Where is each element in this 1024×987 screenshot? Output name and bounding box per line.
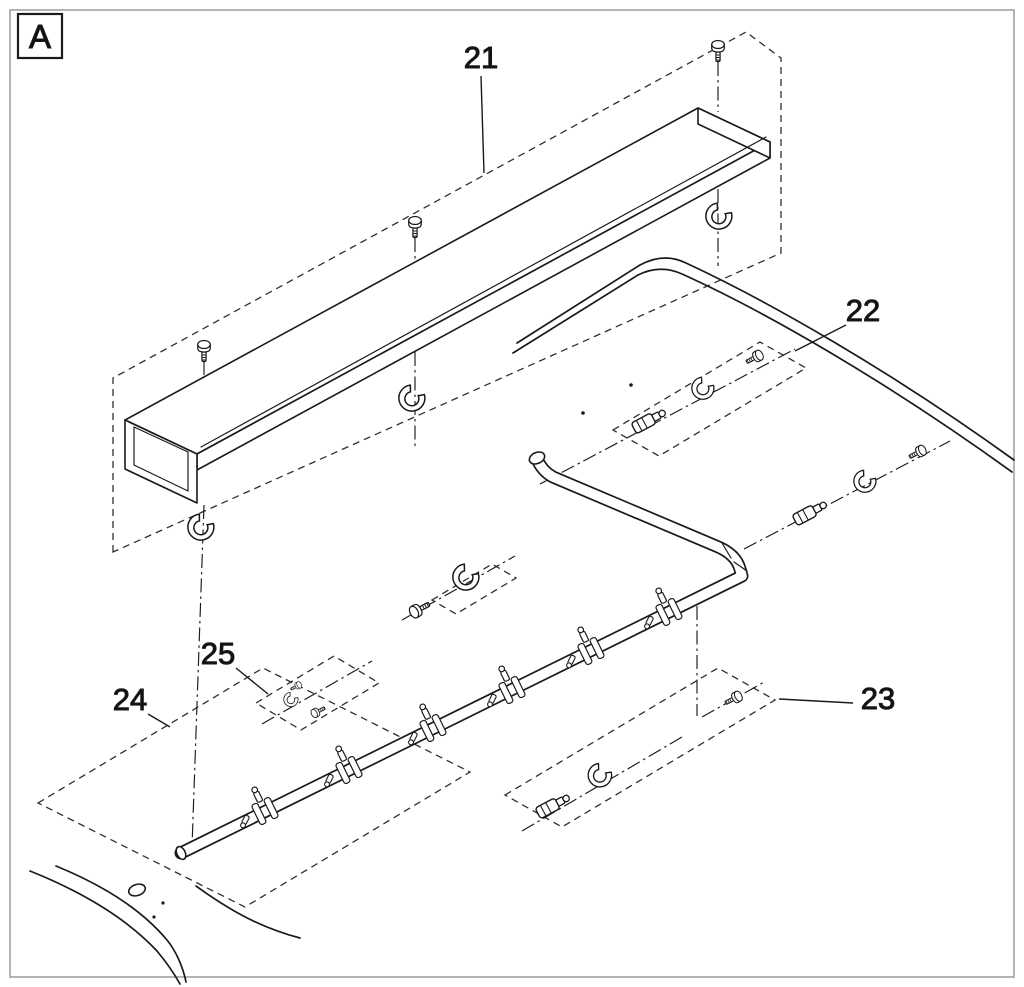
- bar-lip-line: [200, 136, 767, 448]
- leader-line-25: [235, 667, 269, 695]
- diagram-artwork: 21 22 23 24 25 A: [16, 12, 1015, 985]
- reference-dot: [581, 411, 585, 415]
- phantom-box-24: [36, 667, 472, 908]
- body-arc-inner: [55, 865, 187, 983]
- part-callout-24: 24: [112, 682, 171, 728]
- hose-outline-top: [516, 257, 1015, 461]
- center-line: [743, 440, 951, 550]
- phantom-boxes: [36, 31, 808, 908]
- part-callout-22: 22: [794, 293, 881, 352]
- body-dot: [161, 901, 165, 905]
- part-callout-21: 21: [463, 40, 499, 174]
- center-line: [401, 555, 516, 621]
- pipe-lower-end: [175, 845, 187, 861]
- part-number-22: 22: [846, 293, 880, 328]
- phantom-box-25: [254, 655, 381, 731]
- elbow-joint-line: [733, 561, 748, 572]
- bar-left-end-cap: [124, 419, 198, 504]
- view-label-text: A: [29, 18, 51, 55]
- cover-bar-21: [124, 107, 771, 504]
- hose-curve: [512, 257, 1015, 473]
- leader-line-23: [778, 698, 854, 704]
- pipe-open-end: [528, 451, 546, 465]
- bar-channel-profile: [133, 426, 189, 492]
- part-number-24: 24: [113, 682, 147, 717]
- phantom-box-22: [611, 341, 808, 457]
- phantom-box-mid-clip: [430, 563, 518, 615]
- elbow-joint-line: [721, 542, 732, 559]
- spray-pipe-assembly: [174, 451, 749, 861]
- leader-line-22: [794, 324, 847, 352]
- part-number-25: 25: [201, 636, 235, 671]
- body-edge-line: [195, 885, 301, 939]
- body-hole: [127, 883, 147, 897]
- part-number-23: 23: [861, 681, 895, 716]
- leader-line-21: [480, 75, 485, 174]
- part-callout-23: 23: [778, 681, 896, 717]
- body-arc-outer: [29, 870, 181, 985]
- hose-outline-bottom: [512, 268, 1013, 473]
- drawing-border: [9, 9, 1015, 978]
- phantom-box-23: [503, 667, 777, 828]
- view-label-frame: [16, 12, 64, 60]
- part-callout-25: 25: [200, 636, 269, 695]
- view-label-box: A: [16, 12, 64, 60]
- phantom-box-21: [112, 31, 782, 554]
- center-line: [191, 504, 205, 848]
- part-number-21: 21: [464, 40, 498, 75]
- center-line: [261, 660, 373, 725]
- center-line: [539, 348, 796, 485]
- machine-body-edge: [29, 865, 301, 985]
- leader-line-24: [147, 713, 171, 728]
- reference-dot: [629, 383, 633, 387]
- bar-right-end: [697, 107, 771, 159]
- body-dot: [152, 915, 156, 919]
